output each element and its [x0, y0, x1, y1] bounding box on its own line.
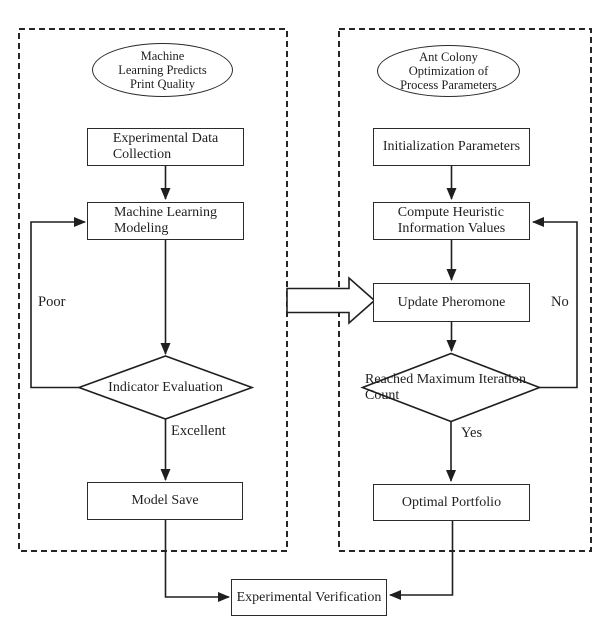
arrow-poor-loopback — [30, 217, 86, 389]
diamond-max-iteration-shape — [360, 352, 542, 423]
node-label: Machine Learning Modeling — [113, 205, 217, 236]
diamond-indicator-evaluation-shape — [76, 355, 255, 420]
node-initialization-parameters: Initialization Parameters — [373, 128, 530, 166]
node-model-save: Model Save — [87, 482, 243, 520]
node-label: Optimal Portfolio — [401, 494, 502, 510]
node-label: Model Save — [131, 493, 199, 508]
right-panel-border — [338, 28, 592, 552]
node-label: Experimental Verification — [236, 589, 382, 605]
node-label: Reached Maximum Iteration Count — [365, 372, 526, 403]
arrow-save-to-verification — [164, 520, 230, 602]
node-label: Update Pheromone — [397, 294, 506, 310]
node-compute-heuristic: Compute Heuristic Information Values — [373, 202, 530, 240]
left-panel-border — [18, 28, 288, 552]
right-start-ellipse: Ant Colony Optimization of Process Param… — [377, 45, 520, 97]
node-update-pheromone: Update Pheromone — [373, 283, 530, 322]
node-label: Indicator Evaluation — [108, 379, 223, 395]
right-start-label: Ant Colony Optimization of Process Param… — [400, 50, 497, 92]
edge-label-excellent: Excellent — [171, 423, 226, 439]
edge-label-no: No — [551, 294, 569, 310]
node-machine-learning-modeling: Machine Learning Modeling — [87, 202, 244, 240]
left-start-label: Machine Learning Predicts Print Quality — [118, 49, 207, 91]
node-experimental-data-collection: Experimental Data Collection — [87, 128, 244, 166]
left-start-ellipse: Machine Learning Predicts Print Quality — [92, 43, 233, 97]
edge-label-poor: Poor — [38, 294, 66, 310]
node-label: Initialization Parameters — [382, 139, 521, 154]
transfer-block-arrow — [286, 276, 376, 325]
arrow-portfolio-to-verification — [389, 521, 454, 600]
edge-label-yes: Yes — [461, 425, 483, 441]
node-indicator-evaluation: Indicator Evaluation — [80, 374, 251, 401]
node-label: Compute Heuristic Information Values — [397, 205, 506, 236]
node-max-iteration-count: Reached Maximum Iteration Count — [365, 371, 537, 404]
node-optimal-portfolio: Optimal Portfolio — [373, 484, 530, 521]
arrow-no-loopback — [532, 217, 578, 389]
node-label: Experimental Data Collection — [112, 131, 219, 162]
node-experimental-verification: Experimental Verification — [231, 579, 387, 616]
